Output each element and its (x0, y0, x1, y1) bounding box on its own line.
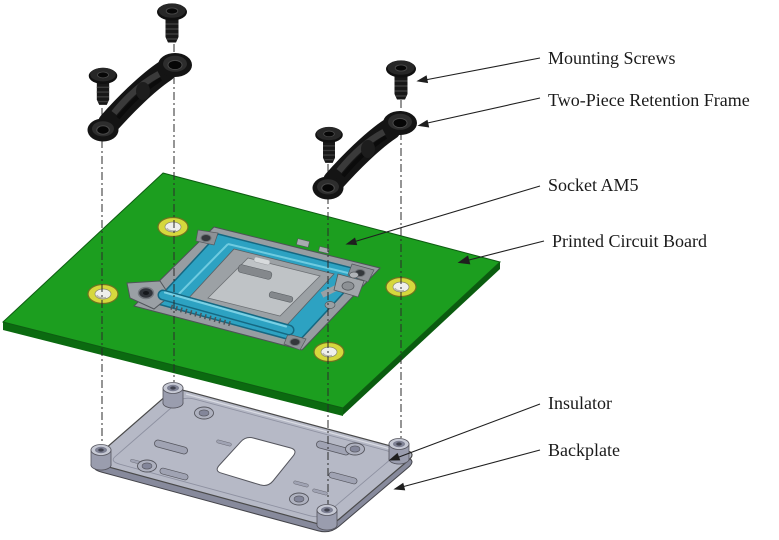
label-insulator: Insulator (548, 393, 612, 413)
assembly-centerlines (101, 44, 402, 504)
leader-mounting-screws (424, 57, 541, 81)
label-socket: Socket AM5 (548, 175, 639, 195)
mounting-screw-4 (314, 126, 344, 164)
arrowhead-socket (345, 237, 358, 246)
part-labels: Mounting Screws Two-Piece Retention Fram… (548, 48, 750, 460)
arrowhead-mounting-screws (416, 75, 429, 84)
backplate-rivet (137, 459, 157, 473)
pcb-hole-left (87, 283, 119, 305)
pcb-hole-top (157, 216, 189, 238)
arrowhead-backplate (393, 482, 406, 491)
leader-retention-frame (422, 97, 541, 125)
pcb-edge-right (343, 262, 500, 415)
label-mounting-screws: Mounting Screws (548, 48, 676, 68)
backplate-standoff-bottom (316, 504, 338, 531)
socket-lever-rail (126, 280, 295, 336)
socket-latch (320, 271, 365, 309)
leader-socket (349, 185, 541, 244)
arrowhead-insulator (388, 452, 401, 461)
socket-corner-bosses (195, 229, 375, 351)
leader-insulator (394, 403, 541, 460)
backplate-standoff-top (162, 382, 184, 409)
pcb-edge-left (3, 322, 343, 416)
socket-am5 (126, 226, 381, 351)
backplate-rivet (194, 406, 214, 420)
label-retention-frame: Two-Piece Retention Frame (548, 90, 750, 110)
backplate-cutout (216, 437, 296, 486)
leader-backplate (399, 449, 541, 489)
backplate-rivet (345, 442, 365, 456)
label-pcb: Printed Circuit Board (552, 231, 707, 251)
pcb-hole-bottom (313, 341, 345, 363)
mounting-screw-2 (88, 67, 118, 106)
arrowhead-retention-frame (417, 119, 430, 128)
leader-lines (345, 57, 545, 491)
backplate-standoff-left (90, 444, 112, 471)
backplate (90, 382, 413, 533)
label-backplate: Backplate (548, 440, 620, 460)
mounting-screw-3 (385, 59, 417, 101)
backplate-rivet (289, 492, 309, 506)
leader-pcb (464, 240, 545, 262)
arrowhead-pcb (457, 255, 471, 265)
socket-ring-highlight (171, 243, 349, 302)
backplate-bevel-highlight (185, 393, 403, 453)
mounting-screw-1 (156, 2, 188, 44)
